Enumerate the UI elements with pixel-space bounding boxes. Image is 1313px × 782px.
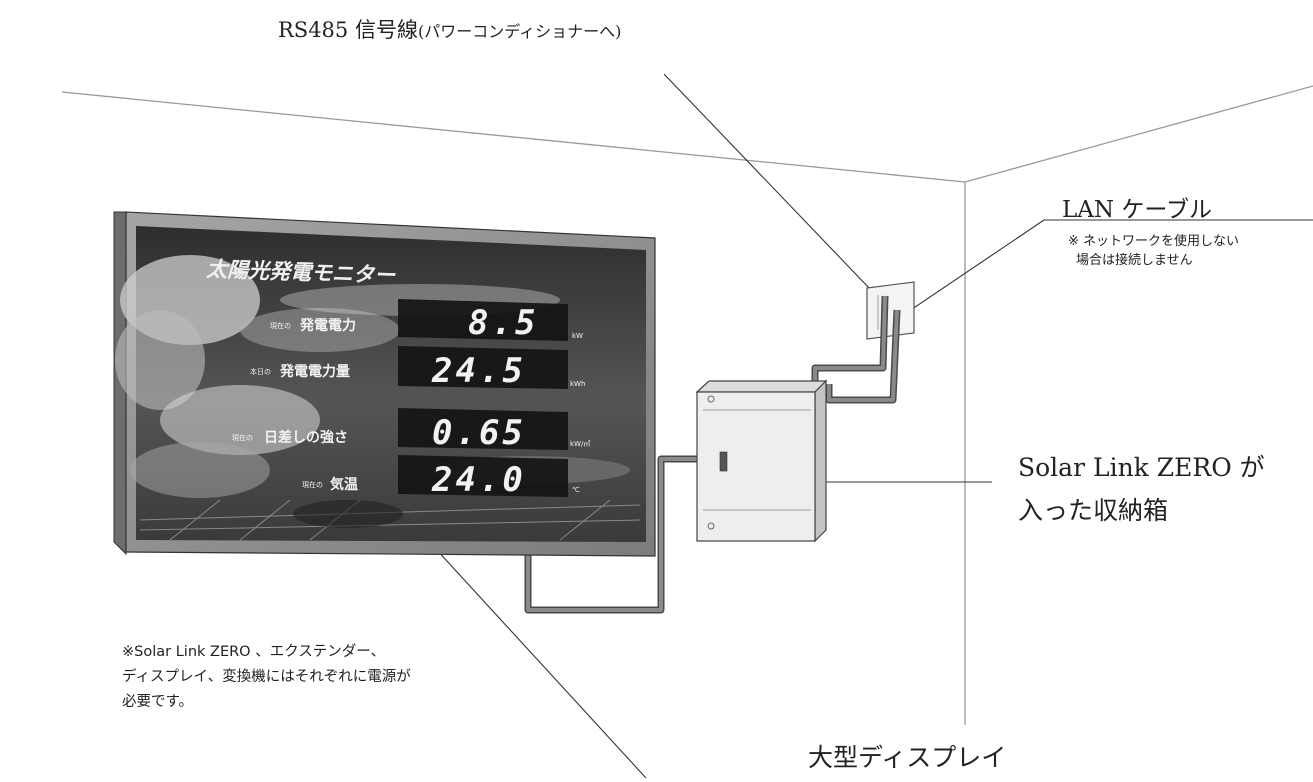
large-display-label: 大型ディスプレイ: [808, 743, 1007, 772]
ceiling-line-left: [61, 91, 966, 183]
solar-label-line-1: Solar Link ZERO が: [1018, 453, 1265, 482]
value-box-2: [398, 346, 568, 389]
screen-row-prefix: 本日の: [250, 367, 271, 376]
screen-row-value: 24.5: [431, 351, 526, 391]
value-box-4: [398, 455, 568, 497]
room-outline: [61, 85, 1313, 725]
cables: [524, 295, 901, 614]
screen-row-value: 24.0: [431, 460, 526, 500]
screen-row-label: 気温: [330, 476, 358, 493]
storage-box: [695, 379, 828, 543]
solar-link-box-label: Solar Link ZERO が 入った収納箱: [1018, 446, 1265, 532]
power-note-line-1: ※Solar Link ZERO 、エクステンダー、: [122, 644, 386, 660]
leader-display: [412, 523, 647, 779]
lan-cable-label: LAN ケーブル: [1062, 197, 1212, 223]
screen-row-prefix: 現在の: [270, 321, 291, 330]
value-box-3: [398, 408, 568, 450]
wall-outlet: [866, 281, 915, 340]
screen-row-prefix: 現在の: [302, 480, 323, 489]
lan-note-line-1: ※ ネットワークを使用しない: [1068, 234, 1240, 249]
power-supply-note: ※Solar Link ZERO 、エクステンダー、 ディスプレイ、変換機にはそ…: [122, 640, 411, 715]
screen-row-unit: kW: [572, 332, 583, 340]
lan-cable-note: ※ ネットワークを使用しない 場合は接続しません: [1068, 232, 1239, 270]
screen-row-label: 発電電力量: [279, 363, 350, 380]
power-note-line-2: ディスプレイ、変換機にはそれぞれに電源が: [122, 669, 411, 685]
screen-row-value: 8.5: [468, 303, 538, 343]
solar-label-line-2: 入った収納箱: [1018, 496, 1169, 525]
large-display: 太陽光発電モニター 現在の 発電電力 8.5 kW 本日の 発電電力量 24.5…: [113, 211, 656, 557]
ceiling-line-right: [964, 85, 1313, 183]
rs485-label: RS485 信号線(パワーコンディショナーへ): [278, 14, 621, 44]
lan-note-line-2: 場合は接続しません: [1076, 253, 1193, 268]
screen-row-unit: kWh: [570, 380, 585, 388]
screen-row-label: 発電電力: [299, 317, 356, 334]
leader-rs485: [663, 73, 872, 291]
rs485-paren-text: (パワーコンディショナーへ): [417, 22, 622, 41]
value-box-1: [398, 299, 568, 341]
screen-row-prefix: 現在の: [232, 433, 253, 442]
power-note-line-3: 必要です。: [122, 694, 194, 710]
rs485-main-text: RS485 信号線: [278, 18, 418, 42]
screen-row-unit: ℃: [572, 486, 580, 494]
screen-row-label: 日差しの強さ: [264, 429, 348, 446]
screen-row-value: 0.65: [432, 413, 526, 453]
screen-row-unit: kW/㎡: [570, 440, 590, 448]
